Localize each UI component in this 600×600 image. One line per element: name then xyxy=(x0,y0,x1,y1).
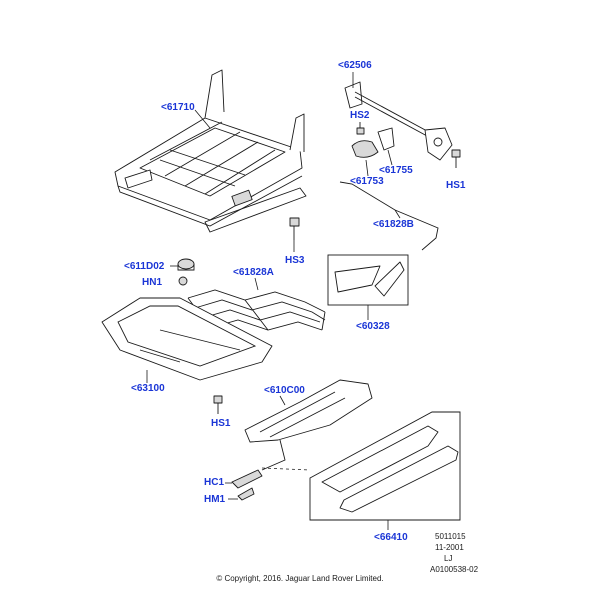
label-hs1-bottom[interactable]: HS1 xyxy=(211,418,231,429)
reference-line-4: A0100538-02 xyxy=(430,565,479,574)
label-hc1[interactable]: HC1 xyxy=(204,477,225,488)
bracket-61755 xyxy=(377,127,395,151)
label-61753[interactable]: <61753 xyxy=(350,176,384,187)
wire-rod-61828b xyxy=(339,181,439,251)
label-61828b[interactable]: <61828B xyxy=(373,219,414,230)
label-hm1[interactable]: HM1 xyxy=(204,494,226,505)
lever-knob-61753 xyxy=(351,140,379,158)
seat-frame-assembly xyxy=(114,69,307,233)
label-61755[interactable]: <61755 xyxy=(379,165,413,176)
reference-line-1: 5011015 xyxy=(435,532,466,541)
cushion-pan-63100 xyxy=(101,297,273,381)
nut-611d02 xyxy=(177,258,195,271)
dashed-guide xyxy=(261,467,311,471)
leader-61828b xyxy=(394,209,401,219)
label-60328[interactable]: <60328 xyxy=(356,321,390,332)
screw-hs3 xyxy=(289,217,300,252)
track-covers-66410 xyxy=(309,411,461,521)
clip-hm1 xyxy=(228,487,255,501)
reference-line-3: LJ xyxy=(444,554,453,563)
leader-61828a xyxy=(254,277,259,291)
nut-hn1 xyxy=(178,276,188,286)
label-hs3[interactable]: HS3 xyxy=(285,255,305,266)
label-hs2[interactable]: HS2 xyxy=(350,110,370,121)
label-61710[interactable]: <61710 xyxy=(161,102,195,113)
label-66410[interactable]: <66410 xyxy=(374,532,408,543)
screw-hs2 xyxy=(356,122,365,135)
label-610c00[interactable]: <610C00 xyxy=(264,385,305,396)
adjuster-cable-rod xyxy=(344,81,453,161)
screw-hs1-top xyxy=(451,149,461,168)
label-61828a[interactable]: <61828A xyxy=(233,267,274,278)
copyright-notice: © Copyright, 2016. Jaguar Land Rover Lim… xyxy=(216,574,384,583)
leader-61710 xyxy=(194,109,211,129)
label-62506[interactable]: <62506 xyxy=(338,60,372,71)
label-63100[interactable]: <63100 xyxy=(131,383,165,394)
reference-line-2: 11-2001 xyxy=(435,543,464,552)
seat-track-motor-610c00 xyxy=(244,379,373,471)
label-hs1-top[interactable]: HS1 xyxy=(446,180,466,191)
leader-61753 xyxy=(365,159,369,177)
label-611d02[interactable]: <611D02 xyxy=(124,261,165,272)
leader-610c00 xyxy=(279,395,286,406)
label-hn1[interactable]: HN1 xyxy=(142,277,163,288)
bracket-plates-60328 xyxy=(327,254,409,306)
connector-hc1 xyxy=(225,469,263,489)
screw-hs1-bottom xyxy=(213,395,223,414)
leader-61755 xyxy=(387,149,393,166)
